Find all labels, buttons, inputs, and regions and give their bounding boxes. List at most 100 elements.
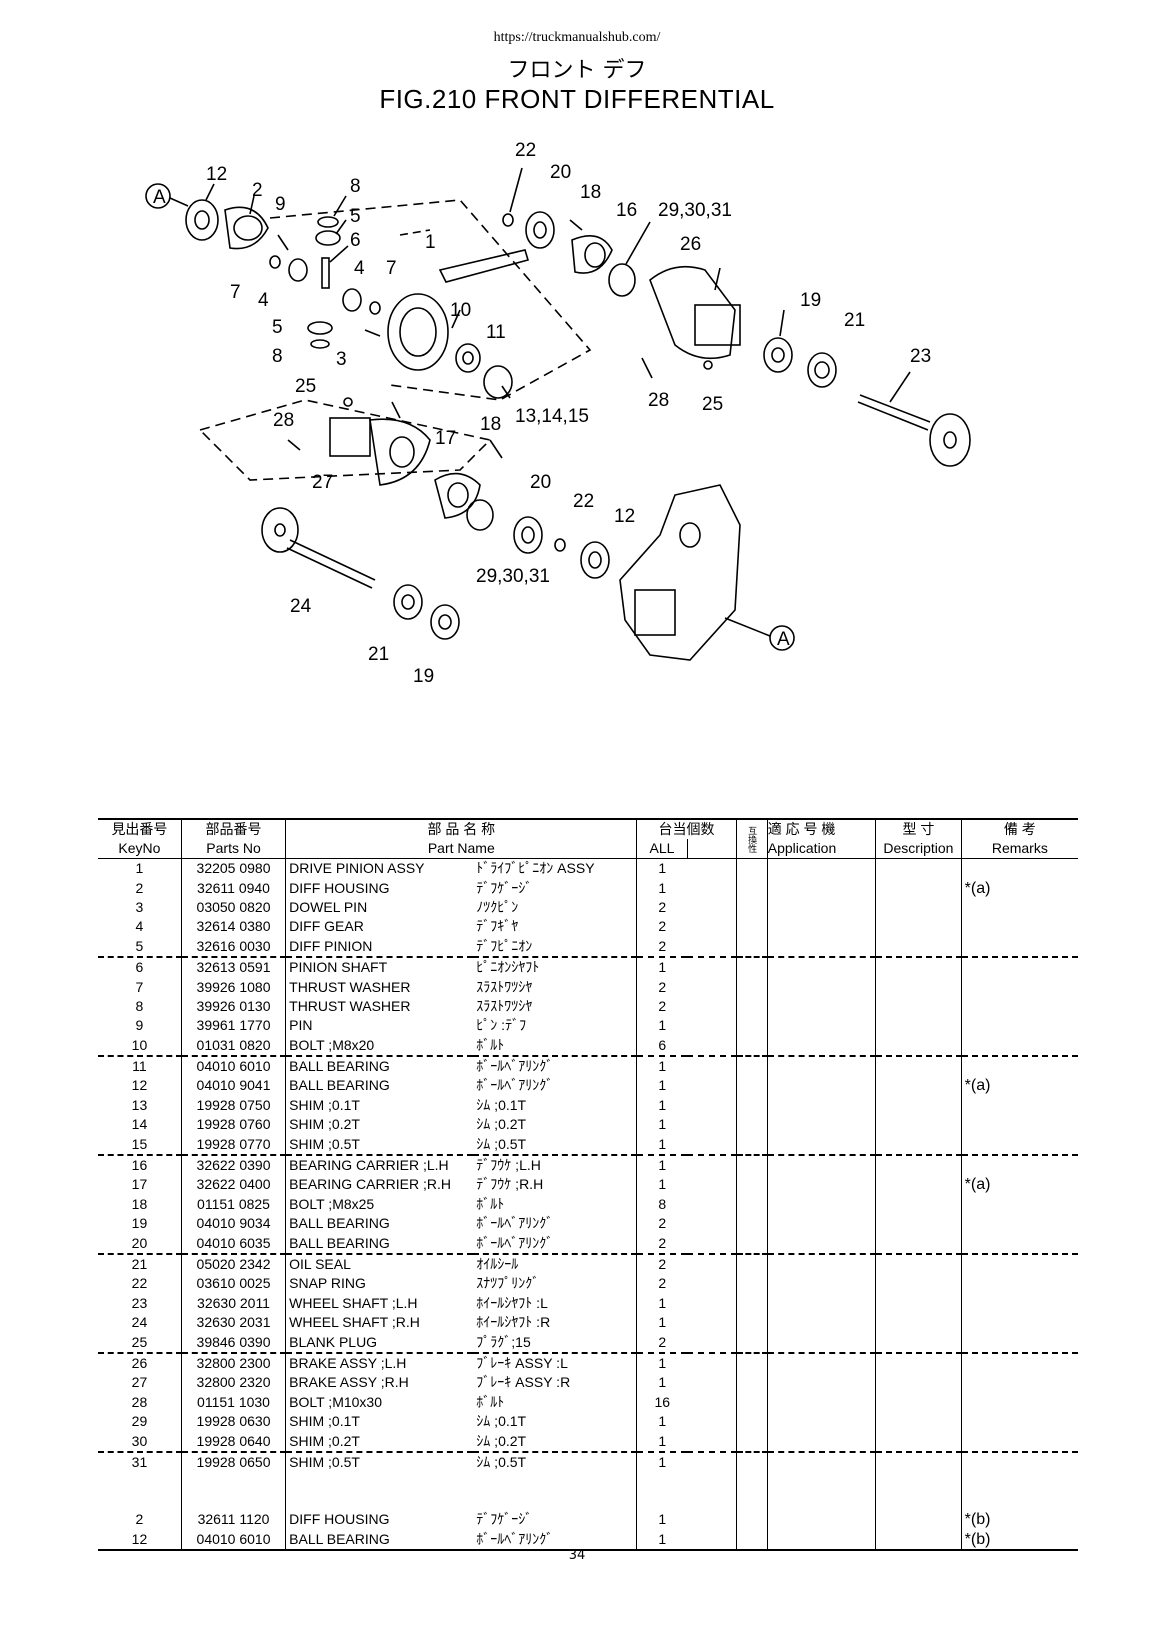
cell-empty (766, 1332, 876, 1354)
cell-empty (687, 1233, 736, 1255)
cell-empty (766, 1016, 876, 1036)
cell-name-en: WHEEL SHAFT ;L.H (285, 1293, 474, 1313)
cell-name-en: BRAKE ASSY ;R.H (285, 1373, 474, 1393)
cell-name-jp: ﾎﾞﾙﾄ (476, 1195, 505, 1212)
cell-qty: 1 (636, 1095, 688, 1116)
page-number: 34 (568, 1548, 586, 1563)
cell-parts-no: 39846 0390 (180, 1332, 286, 1354)
cell-empty (735, 1510, 768, 1530)
cell-key: 2 (135, 1511, 144, 1528)
callout: 2 (252, 180, 263, 201)
cell-name-en: OIL SEAL (285, 1253, 474, 1275)
cell-name-en: THRUST WASHER (285, 977, 474, 997)
cell-remarks: *(a) (960, 878, 1078, 898)
cell-qty: 1 (636, 1510, 688, 1530)
cell-empty (735, 1451, 768, 1473)
cell-empty (735, 897, 768, 918)
cell-qty: 1 (636, 1134, 688, 1156)
cell-empty (735, 878, 768, 898)
callout-a: A (777, 629, 790, 650)
cell-qty: 2 (636, 996, 688, 1017)
callout: 16 (616, 200, 637, 221)
cell-remarks (960, 897, 1078, 918)
cell-empty (687, 1373, 736, 1392)
col-keyno: KeyNo (98, 839, 182, 859)
cell-name-jp: ｼﾑ ;0.2T (473, 1431, 637, 1453)
cell-name-jp: ｽﾗｽﾄﾜﾂｼﾔ (476, 978, 533, 995)
cell-empty (875, 996, 962, 1017)
cell-empty (687, 1254, 736, 1274)
callout: 29,30,31 (658, 200, 732, 221)
cell-empty (687, 1035, 736, 1057)
cell-qty: 16 (636, 1392, 688, 1412)
cell-empty (735, 917, 768, 937)
cell-empty (687, 1134, 736, 1156)
cell-empty (735, 1411, 768, 1432)
cell-empty (687, 977, 736, 996)
cell-qty: 1 (636, 1175, 688, 1195)
col-partname-jp: 部 品 名 称 (285, 818, 637, 839)
cell-key: 25 (98, 1332, 182, 1354)
cell-key: 29 (131, 1413, 148, 1430)
cell-remarks (960, 1411, 1078, 1432)
cell-empty (735, 1431, 768, 1453)
cell-empty (766, 1115, 876, 1135)
cell-parts-no: 19928 0750 (180, 1095, 286, 1116)
cell-empty (735, 956, 768, 978)
col-interchange: 互換性 (735, 818, 768, 859)
cell-key: 5 (98, 936, 182, 958)
cell-empty (735, 1274, 768, 1294)
parts-list-table: 見出番号 部品番号 部 品 名 称 台当個数 互換性 適 応 号 機 型 寸 備… (98, 818, 1078, 1551)
cell-empty (687, 1529, 736, 1551)
cell-empty (766, 1472, 876, 1511)
cell-name-jp: ﾎﾞｰﾙﾍﾞｱﾘﾝｸﾞ (476, 1215, 554, 1232)
cell-key: 19 (131, 1215, 148, 1232)
cell-empty (766, 1175, 876, 1195)
col-application: Application (766, 839, 876, 859)
cell-empty (766, 1055, 876, 1077)
cell-key: 12 (98, 1529, 182, 1551)
cell-key: 11 (132, 1058, 147, 1075)
cell-remarks (960, 1274, 1078, 1294)
cell-empty (875, 1431, 962, 1453)
callout: 9 (275, 194, 286, 215)
cell-key: 20 (98, 1233, 182, 1255)
cell-parts-no: 19928 0650 (180, 1451, 286, 1473)
cell-key: 24 (131, 1314, 148, 1331)
cell-empty (875, 1472, 962, 1511)
cell-name-en: BLANK PLUG (285, 1332, 474, 1354)
callout: 5 (350, 206, 361, 227)
cell-empty (735, 1175, 768, 1195)
cell-empty (735, 1472, 768, 1511)
cell-name-en: BEARING CARRIER ;L.H (285, 1154, 474, 1176)
cell-empty (766, 1373, 876, 1393)
cell-empty (766, 1233, 876, 1255)
callout: 7 (386, 258, 397, 279)
cell-empty (735, 1352, 768, 1374)
cell-empty (875, 1095, 962, 1116)
cell-empty (875, 1115, 962, 1135)
cell-qty: 6 (636, 1035, 688, 1057)
cell-qty: 1 (636, 1016, 688, 1036)
cell-remarks (960, 1312, 1078, 1333)
cell-empty (687, 1274, 736, 1293)
cell-remarks (960, 1451, 1078, 1473)
cell-name-en: PIN (285, 1016, 474, 1036)
cell-remarks (960, 1352, 1078, 1374)
cell-empty (735, 1233, 768, 1255)
cell-empty (875, 1274, 962, 1294)
cell-parts-no: 19928 0640 (180, 1431, 286, 1453)
callout: 23 (910, 346, 931, 367)
cell-name-en: WHEEL SHAFT ;R.H (285, 1312, 474, 1333)
cell-empty (687, 1472, 736, 1510)
table-row (98, 1472, 1078, 1511)
callout: 7 (230, 282, 241, 303)
cell-remarks (960, 1373, 1078, 1393)
cell-name-en: DIFF HOUSING (285, 1510, 474, 1530)
cell-empty (735, 1332, 768, 1354)
